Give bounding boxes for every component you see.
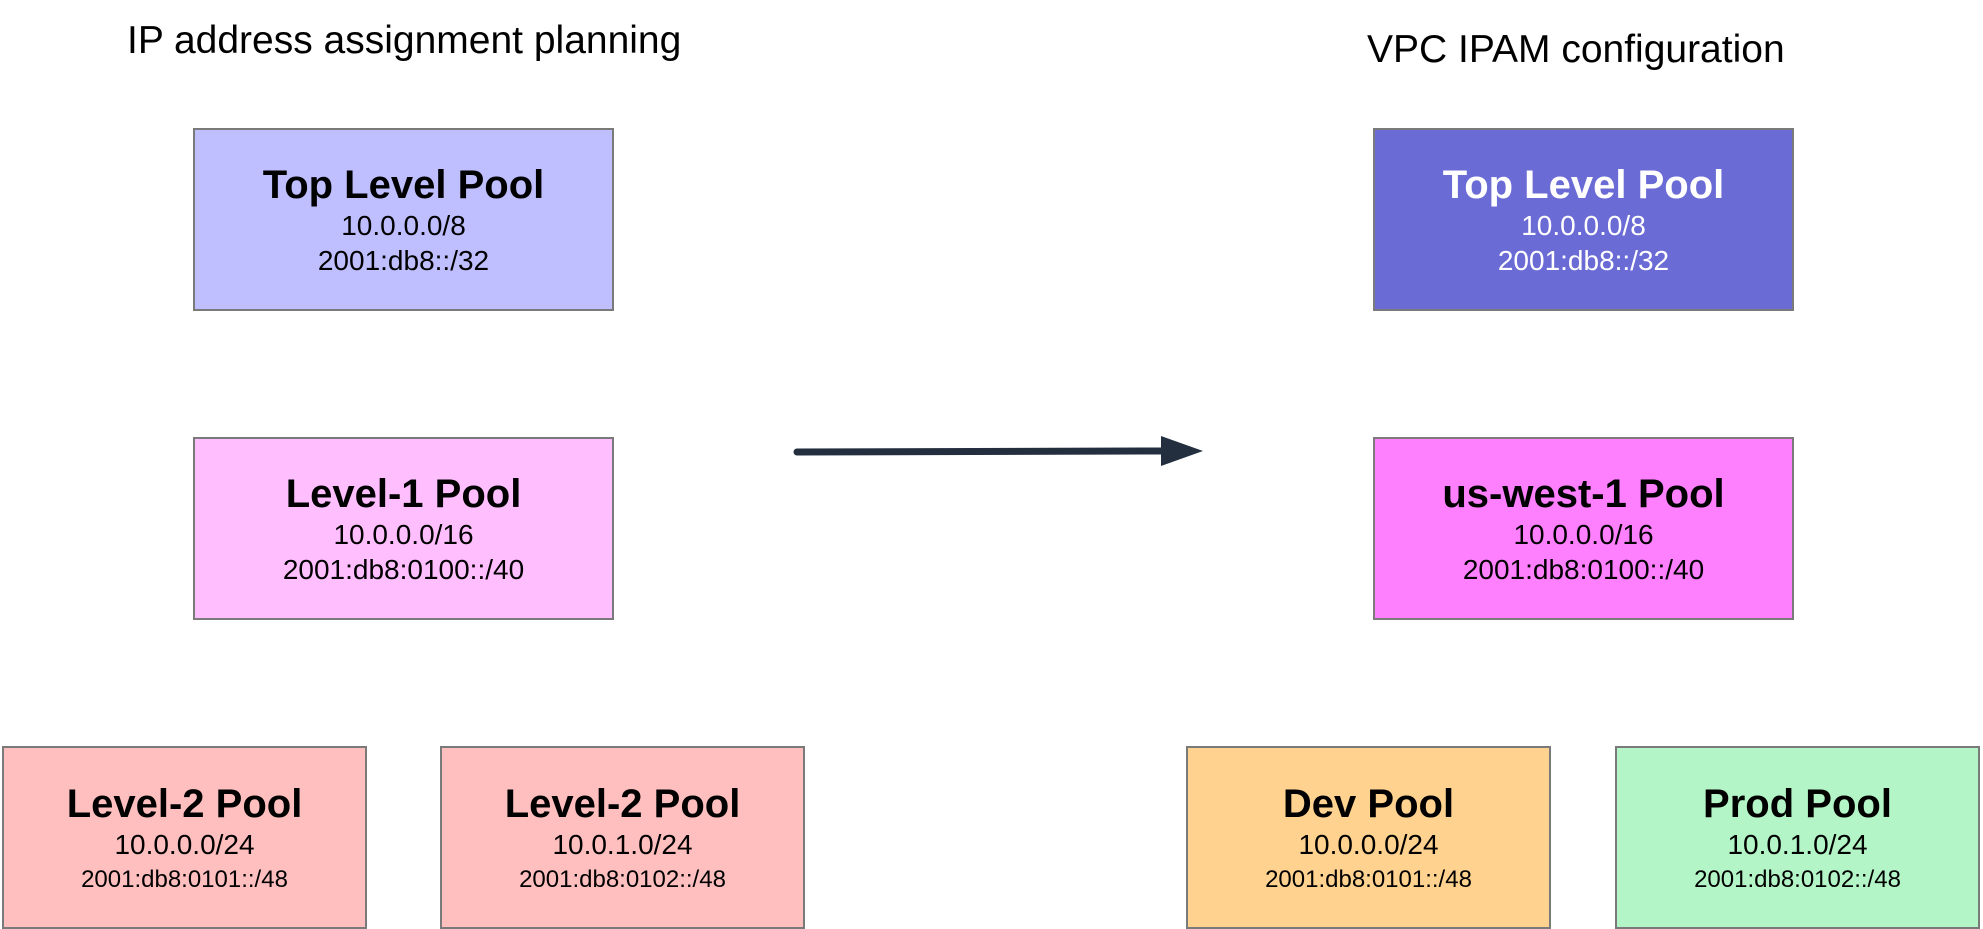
ipam-prod-pool: Prod Pool 10.0.1.0/24 2001:db8:0102::/48 bbox=[1615, 746, 1980, 929]
pool-ipv6-cidr: 2001:db8:0100::/40 bbox=[282, 554, 525, 585]
pool-name: us-west-1 Pool bbox=[1442, 471, 1725, 516]
pool-name: Level-1 Pool bbox=[285, 471, 522, 516]
planning-level-2-pool-a: Level-2 Pool 10.0.0.0/24 2001:db8:0101::… bbox=[2, 746, 367, 929]
pool-ipv6-cidr: 2001:db8:0102::/48 bbox=[1694, 866, 1901, 894]
ipam-us-west-1-pool: us-west-1 Pool 10.0.0.0/16 2001:db8:0100… bbox=[1373, 437, 1794, 620]
pool-name: Level-2 Pool bbox=[66, 782, 303, 827]
pool-ipv6-cidr: 2001:db8:0102::/48 bbox=[519, 866, 726, 894]
pool-ipv6-cidr: 2001:db8::/32 bbox=[317, 245, 490, 276]
planning-level-1-pool: Level-1 Pool 10.0.0.0/16 2001:db8:0100::… bbox=[193, 437, 614, 620]
pool-ipv6-cidr: 2001:db8::/32 bbox=[1497, 245, 1670, 276]
pool-name: Prod Pool bbox=[1703, 782, 1892, 827]
pool-ipv4-cidr: 10.0.0.0/16 bbox=[1513, 518, 1654, 550]
pool-ipv6-cidr: 2001:db8:0100::/40 bbox=[1462, 554, 1705, 585]
arrow-shaft bbox=[793, 447, 1169, 456]
pool-ipv6-cidr: 2001:db8:0101::/48 bbox=[1265, 866, 1472, 894]
ipam-top-level-pool: Top Level Pool 10.0.0.0/8 2001:db8::/32 bbox=[1373, 128, 1794, 311]
pool-name: Level-2 Pool bbox=[504, 782, 741, 827]
arrow-head bbox=[1161, 436, 1203, 466]
planning-top-level-pool: Top Level Pool 10.0.0.0/8 2001:db8::/32 bbox=[193, 128, 614, 311]
pool-ipv4-cidr: 10.0.0.0/8 bbox=[1521, 209, 1646, 241]
pool-name: Top Level Pool bbox=[262, 162, 545, 207]
planning-level-2-pool-b: Level-2 Pool 10.0.1.0/24 2001:db8:0102::… bbox=[440, 746, 805, 929]
pool-ipv4-cidr: 10.0.1.0/24 bbox=[552, 829, 693, 861]
ipam-dev-pool: Dev Pool 10.0.0.0/24 2001:db8:0101::/48 bbox=[1186, 746, 1551, 929]
pool-name: Dev Pool bbox=[1282, 782, 1455, 827]
pool-ipv6-cidr: 2001:db8:0101::/48 bbox=[81, 866, 288, 894]
pool-ipv4-cidr: 10.0.0.0/16 bbox=[333, 518, 474, 550]
pool-ipv4-cidr: 10.0.0.0/24 bbox=[1298, 829, 1439, 861]
planning-heading: IP address assignment planning bbox=[127, 19, 682, 62]
pool-ipv4-cidr: 10.0.1.0/24 bbox=[1727, 829, 1868, 861]
pool-ipv4-cidr: 10.0.0.0/8 bbox=[341, 209, 466, 241]
ipam-heading: VPC IPAM configuration bbox=[1367, 28, 1785, 71]
pool-name: Top Level Pool bbox=[1442, 162, 1725, 207]
pool-ipv4-cidr: 10.0.0.0/24 bbox=[114, 829, 255, 861]
